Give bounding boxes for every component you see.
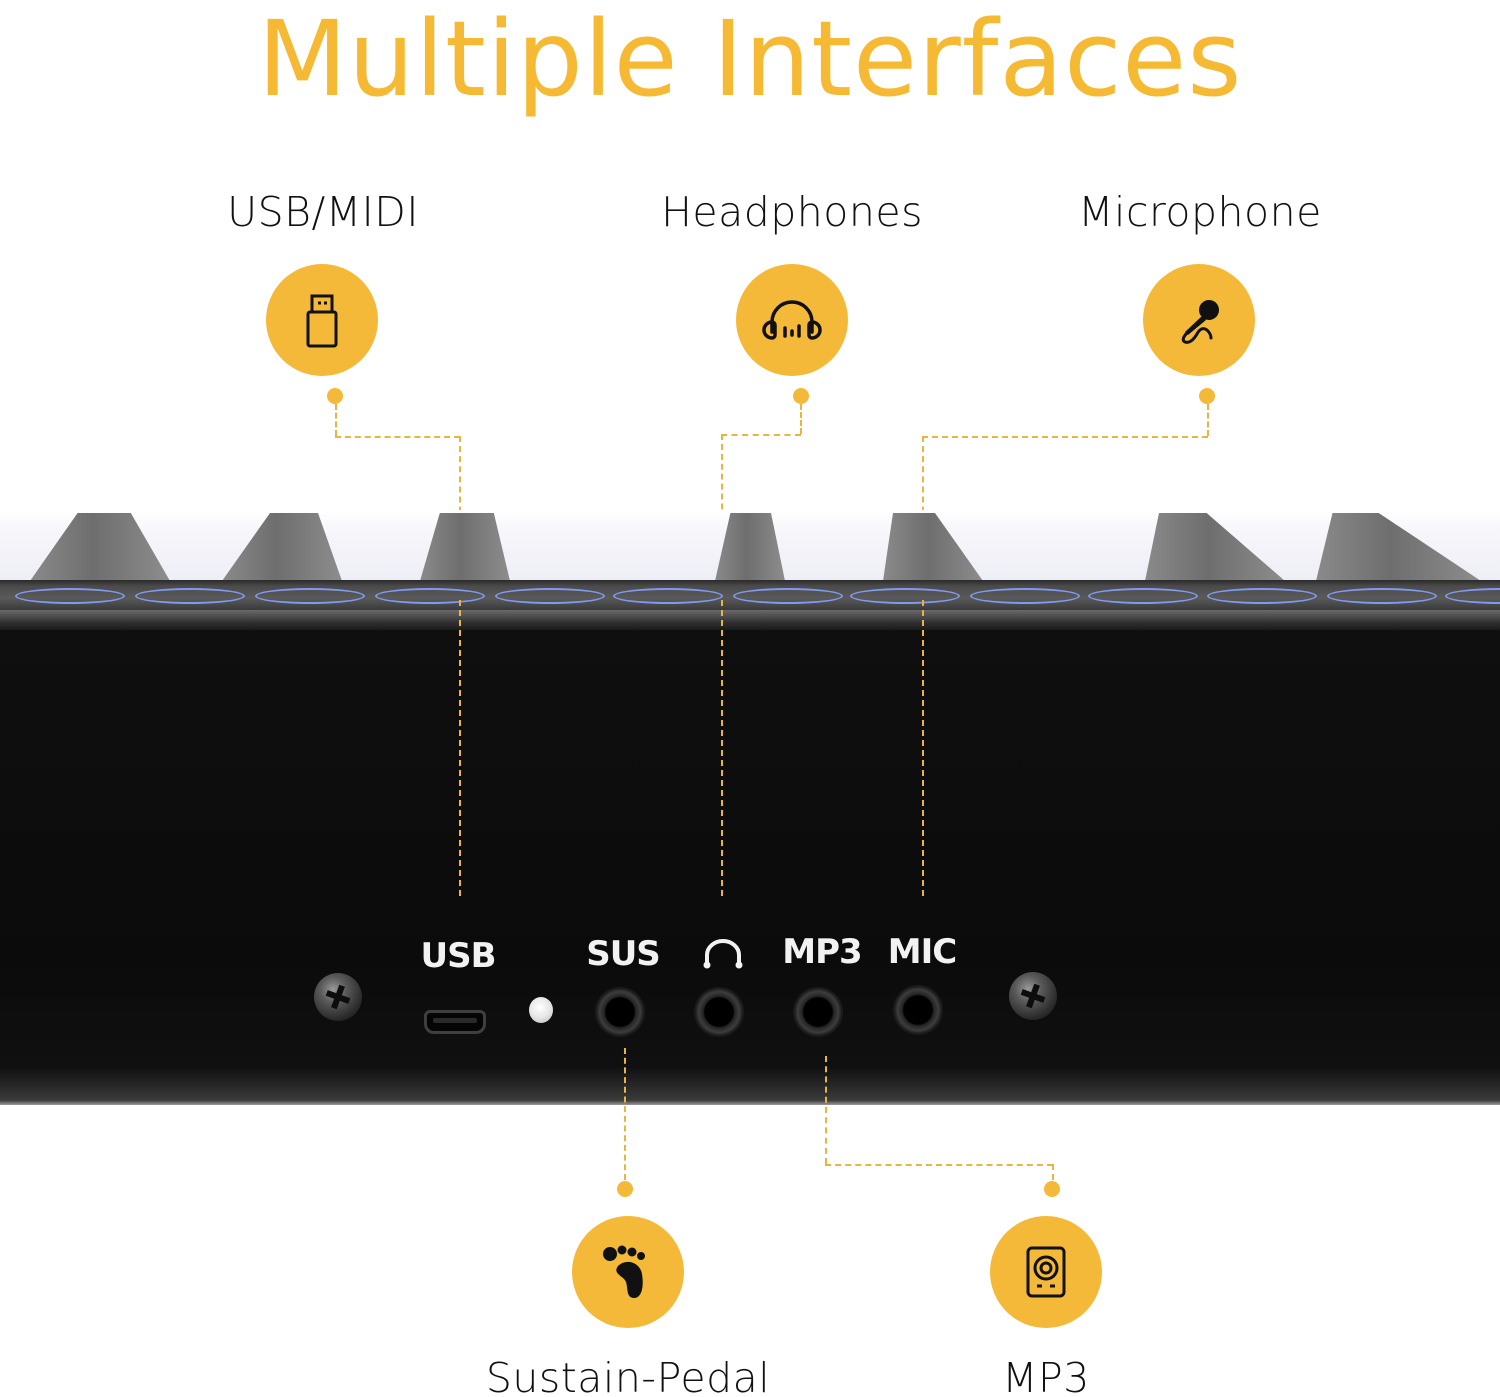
microphone-icon xyxy=(1181,300,1219,344)
microphone-badge xyxy=(1143,264,1255,376)
footprint-icon xyxy=(603,1245,645,1298)
headphones-leader-line xyxy=(721,600,723,896)
mp3-jack[interactable] xyxy=(794,988,842,1036)
port-label-sus: SUS xyxy=(586,934,661,974)
microphone-label: Microphone xyxy=(1078,188,1322,236)
mp3-leader-line xyxy=(1052,1164,1054,1180)
headphones-leader-line xyxy=(800,404,802,434)
port-label-mp3: MP3 xyxy=(782,932,862,972)
screw-left xyxy=(314,973,362,1021)
usb-leader-line xyxy=(459,600,461,896)
touch-button[interactable] xyxy=(970,588,1080,604)
touch-button[interactable] xyxy=(255,588,365,604)
sus-jack[interactable] xyxy=(596,988,644,1036)
sustain-leader-line xyxy=(624,1048,626,1180)
panel-top-edge xyxy=(0,610,1500,632)
mp3-label: MP3 xyxy=(1002,1354,1090,1397)
led-indicator xyxy=(529,997,553,1023)
usb-midi-badge xyxy=(266,264,378,376)
touch-button[interactable] xyxy=(375,588,485,604)
touch-button[interactable] xyxy=(1445,588,1500,604)
microphone-leader-line xyxy=(1207,404,1209,436)
touch-button[interactable] xyxy=(1207,588,1317,604)
headphone-jack[interactable] xyxy=(695,988,743,1036)
port-label-usb: USB xyxy=(420,936,496,976)
sustain-callout-dot xyxy=(617,1181,633,1197)
mp3-callout-dot xyxy=(1044,1181,1060,1197)
page-title: Multiple Interfaces xyxy=(257,0,1243,120)
microphone-callout-dot xyxy=(1199,388,1215,404)
speaker-icon xyxy=(1026,1246,1066,1298)
touch-button[interactable] xyxy=(1088,588,1198,604)
screw-right xyxy=(1009,972,1057,1020)
usb-leader-line xyxy=(335,436,460,438)
rear-panel xyxy=(0,630,1500,1105)
usb-leader-line xyxy=(335,404,337,436)
mp3-leader-line xyxy=(825,1056,827,1164)
micro-usb-port[interactable] xyxy=(424,1010,486,1034)
mic-jack[interactable] xyxy=(894,986,942,1034)
headphones-leader-line xyxy=(721,434,801,436)
headphones-label: Headphones xyxy=(661,188,923,236)
touch-button[interactable] xyxy=(135,588,245,604)
usb-midi-label: USB/MIDI xyxy=(227,188,419,236)
sustain-pedal-badge xyxy=(572,1216,684,1328)
sustain-pedal-label: Sustain-Pedal xyxy=(485,1354,771,1397)
touch-button[interactable] xyxy=(15,588,125,604)
headphones-callout-dot xyxy=(793,388,809,404)
touch-button[interactable] xyxy=(495,588,605,604)
microphone-leader-line xyxy=(922,436,1208,438)
touch-button[interactable] xyxy=(850,588,960,604)
usb-callout-dot xyxy=(327,388,343,404)
touch-button[interactable] xyxy=(733,588,843,604)
headphones-icon xyxy=(762,300,822,340)
touch-button[interactable] xyxy=(613,588,723,604)
headphones-badge xyxy=(736,264,848,376)
microphone-leader-line xyxy=(922,600,924,896)
port-label-mic: MIC xyxy=(887,932,957,972)
mp3-badge xyxy=(990,1216,1102,1328)
mp3-leader-line xyxy=(825,1164,1053,1166)
headphones-symbol-icon xyxy=(703,939,743,969)
touch-button[interactable] xyxy=(1327,588,1437,604)
usb-stick-icon xyxy=(306,294,338,348)
